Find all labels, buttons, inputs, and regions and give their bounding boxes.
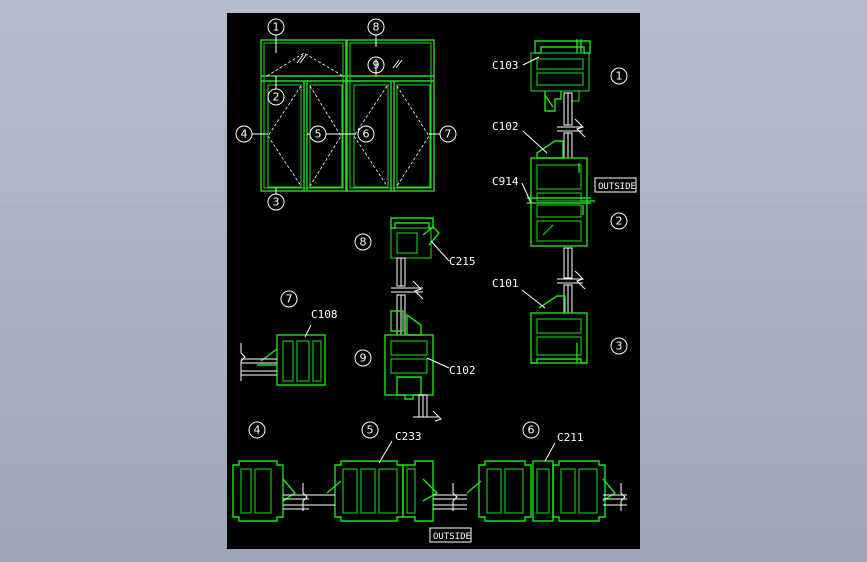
label-c914: C914: [492, 175, 519, 188]
mid-callout-9-circle: [354, 349, 372, 367]
outside-label-bottom-box: [429, 527, 472, 543]
elevation-callouts: 1 2 3 4 5 6 7 8 9: [235, 18, 457, 211]
section-callout-3-circle: [610, 337, 628, 355]
vertical-section-right: 1 2 3 OUTSIDE: [521, 39, 637, 364]
callout-4-circle: [235, 125, 253, 143]
section-callout-1-circle: [610, 67, 628, 85]
callout-3: 3: [273, 196, 280, 209]
callout-8-circle: [367, 18, 385, 36]
callout-7: 7: [445, 128, 452, 141]
callout-2: 2: [273, 91, 280, 104]
plan-callout-5: 5: [367, 424, 374, 437]
callout-5: 5: [315, 128, 322, 141]
callout-4: 4: [241, 128, 248, 141]
callout-9: 9: [373, 59, 380, 72]
label-c103: C103: [492, 59, 519, 72]
callout-5-circle: [309, 125, 327, 143]
label-c102-b: C102: [449, 364, 476, 377]
callout-6-circle: [357, 125, 375, 143]
plan-callout-6-circle: [522, 421, 540, 439]
callout-1-circle: [267, 18, 285, 36]
callout-9-circle: [367, 56, 385, 74]
plan-sections-bottom: 4 5 6: [232, 421, 627, 543]
callout-2-circle: [267, 88, 285, 106]
mid-callout-8: 8: [360, 236, 367, 249]
outside-label-right-box: [594, 177, 637, 193]
section-callout-3: 3: [616, 340, 623, 353]
plan-callout-4: 4: [254, 424, 261, 437]
plan-callout-4-circle: [248, 421, 266, 439]
plan-callout-6: 6: [528, 424, 535, 437]
section-callout-2: 2: [616, 215, 623, 228]
c108-callout-7-circle: [280, 290, 298, 308]
outside-label-bottom: OUTSIDE: [433, 532, 471, 542]
callout-6: 6: [363, 128, 370, 141]
mid-callout-8-circle: [354, 233, 372, 251]
label-c102-a: C102: [492, 120, 519, 133]
label-c101: C101: [492, 277, 519, 290]
window-elevation: [252, 35, 440, 194]
c108-callout-7: 7: [286, 293, 293, 306]
cad-drawing: 1 2 3 4 5 6 7 8 9: [232, 18, 637, 543]
callout-8: 8: [373, 21, 380, 34]
callout-3-circle: [267, 193, 285, 211]
callout-7-circle: [439, 125, 457, 143]
section-callout-1: 1: [616, 70, 623, 83]
mid-callout-9: 9: [360, 352, 367, 365]
outside-label-right: OUTSIDE: [598, 182, 636, 192]
section-callout-2-circle: [610, 212, 628, 230]
label-c233: C233: [395, 430, 422, 443]
label-c211: C211: [557, 431, 584, 444]
vertical-section-middle: 8 9: [354, 217, 450, 422]
section-c108: 7: [240, 290, 326, 386]
label-c215: C215: [449, 255, 476, 268]
cad-drawing-sheet: 1 2 3 4 5 6 7 8 9: [227, 13, 640, 549]
callout-1: 1: [273, 21, 280, 34]
plan-callout-5-circle: [361, 421, 379, 439]
label-c108: C108: [311, 308, 338, 321]
